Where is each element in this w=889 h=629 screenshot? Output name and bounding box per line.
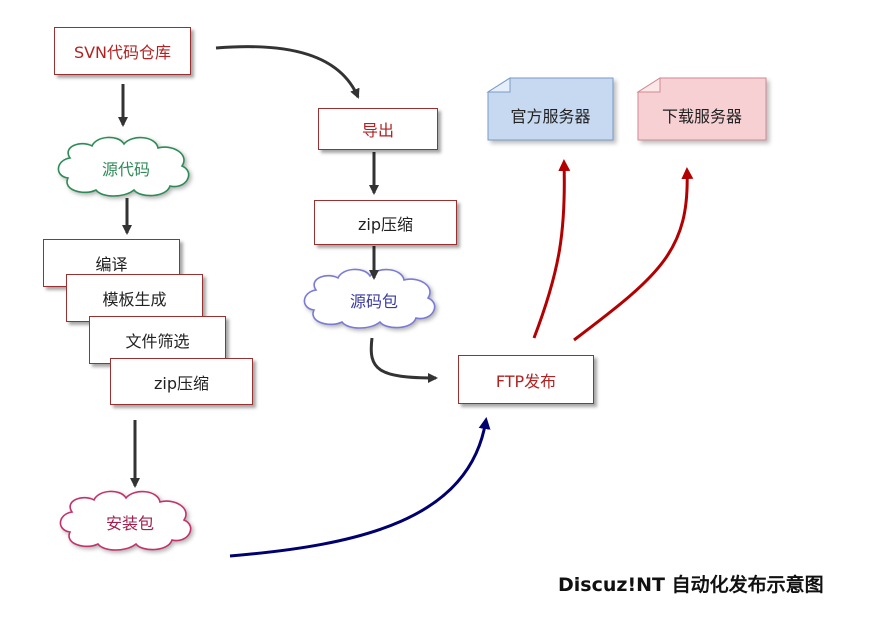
install-package-label: 安装包 [105,514,154,533]
official-server-label: 官方服务器 [510,107,591,126]
export-box: 导出 [318,108,438,150]
arrow-svn-to-export [215,45,360,99]
download-server-label: 下载服务器 [661,107,742,126]
compile-label: 编译 [95,255,128,274]
diagram-caption: Discuz!NT 自动化发布示意图 [558,574,824,596]
cloud-install-package [59,490,192,551]
source-package-label: 源码包 [349,292,398,311]
zip-mid-label: zip压缩 [357,214,413,234]
svn-repo-box: SVN代码仓库 [54,27,191,75]
zip-mid-box: zip压缩 [314,200,457,245]
ftp-publish-box: FTP发布 [458,355,594,404]
zip-left-box: zip压缩 [110,358,253,405]
arrow-ftp-to-official [532,159,571,339]
template-gen-box: 模板生成 [66,274,203,322]
arrow-ftp-to-download [573,167,694,342]
file-filter-label: 文件筛选 [125,332,190,351]
cloud-source-code [57,136,190,197]
arrow-install-to-ftp [229,417,491,558]
official-server-shape [486,77,614,141]
zip-left-label: zip压缩 [153,373,209,393]
template-gen-label: 模板生成 [102,290,167,309]
file-filter-box: 文件筛选 [89,316,226,364]
ftp-publish-label: FTP发布 [495,371,557,391]
svn-repo-label: SVN代码仓库 [73,43,172,62]
export-label: 导出 [361,121,394,140]
arrow-source-pkg-to-ftp [369,337,438,383]
download-server-shape [636,77,767,141]
source-code-label: 源代码 [101,160,150,179]
cloud-source-package [303,268,436,329]
